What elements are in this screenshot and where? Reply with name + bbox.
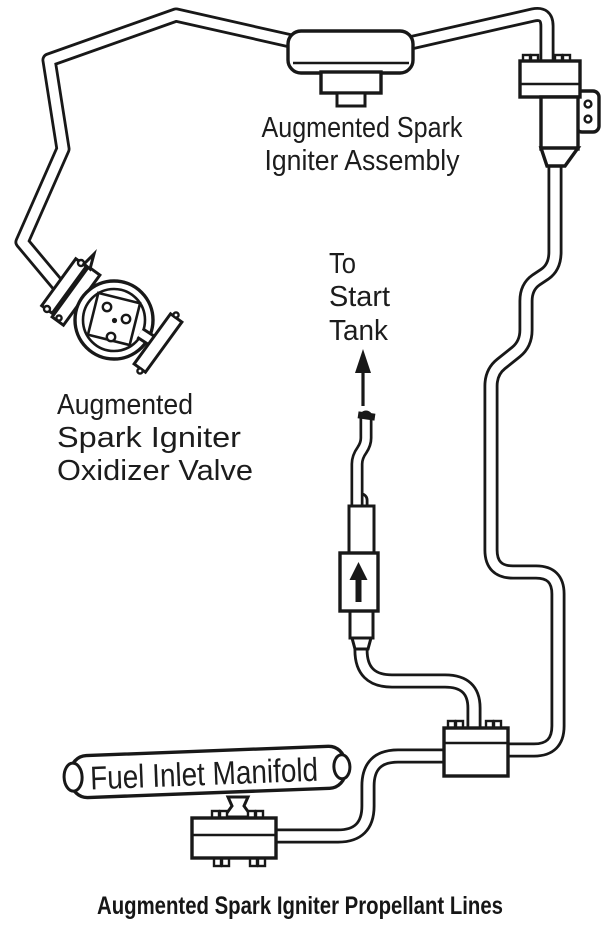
fuel-inlet-manifold: Fuel Inlet Manifold xyxy=(62,744,352,800)
check-valve-flow-arrow-icon xyxy=(349,562,368,602)
asi-igniter-stub xyxy=(335,91,367,108)
to-start-tank-label-line2: Start xyxy=(329,281,390,313)
tube-cut-end xyxy=(357,411,376,421)
check-valve-line xyxy=(338,410,380,651)
flange-bolt xyxy=(136,367,144,375)
fitting-body xyxy=(539,95,580,151)
asi-assembly-body xyxy=(286,29,415,75)
junction-fitting xyxy=(442,719,510,778)
faceplate-center-dot xyxy=(111,317,118,324)
faceplate-bolt-hole xyxy=(120,313,132,325)
faceplate-bolt-hole xyxy=(101,301,113,313)
flange-bolt xyxy=(55,314,63,322)
manifold-assembly: Fuel Inlet Manifold xyxy=(62,744,352,868)
manifold-end-cap-left xyxy=(62,761,84,793)
asi-assembly xyxy=(286,29,415,108)
asi-adapter-step xyxy=(319,70,383,95)
line-fitting-top-right xyxy=(518,53,601,168)
flange-pin xyxy=(81,248,97,272)
junction-block xyxy=(442,726,510,778)
manifold-end-cap-right xyxy=(332,753,352,781)
pipe-asi-to-oxidizer-valve xyxy=(14,7,299,299)
to-start-tank-arrow-icon xyxy=(355,349,371,406)
tube-coupling-lower xyxy=(348,608,375,640)
tube-coupling-upper xyxy=(347,504,376,558)
fuel-inlet-manifold-label: Fuel Inlet Manifold xyxy=(89,751,318,797)
pipe-line-fitting-to-junction xyxy=(483,153,566,758)
pipe-asi-to-line-fitting xyxy=(402,7,555,72)
fitting-block xyxy=(518,59,582,99)
pipe-manifold-to-junction xyxy=(266,748,455,844)
bolt-hole xyxy=(583,114,593,124)
flange-bolt xyxy=(172,311,180,319)
diagram-labels: Augmented Spark Igniter Assembly To Star… xyxy=(57,112,463,487)
coupling-taper xyxy=(350,636,373,651)
asi-assembly-label-line1: Augmented Spark xyxy=(262,112,463,144)
pipe-junction-to-check-valve-line xyxy=(353,492,482,740)
manifold-fitting-block xyxy=(190,816,278,860)
flange-bolt xyxy=(42,304,52,314)
to-start-tank-label-line3: Tank xyxy=(329,315,388,347)
oxidizer-valve-label-line1: Augmented xyxy=(57,389,193,421)
asi-oxidizer-valve xyxy=(39,248,184,375)
oxidizer-valve-label-line2: Spark Igniter xyxy=(57,422,241,454)
bolt-hole xyxy=(583,99,593,109)
diagram-caption: Augmented Spark Igniter Propellant Lines xyxy=(97,892,503,920)
faceplate-bolt-hole xyxy=(105,331,117,343)
to-start-tank-label-line1: To xyxy=(329,248,356,280)
asi-assembly-label-line2: Igniter Assembly xyxy=(265,145,460,177)
oxidizer-valve-label-line3: Oxidizer Valve xyxy=(57,455,253,487)
fitting-taper xyxy=(538,146,582,168)
open-tube-end xyxy=(350,410,376,517)
